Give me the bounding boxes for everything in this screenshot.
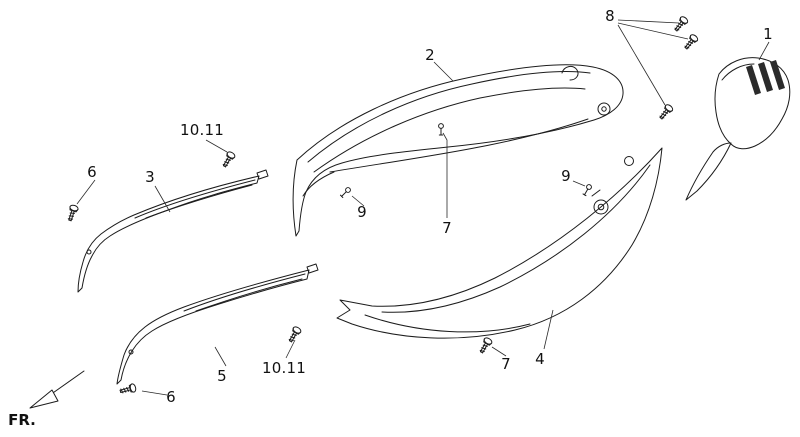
part-4-crease-top bbox=[381, 164, 651, 313]
fr-arrow bbox=[29, 370, 85, 409]
callout-10-11-top: 10.11 bbox=[180, 121, 224, 139]
part-2-lock-hole bbox=[597, 102, 611, 116]
callout-7-bottom: 7 bbox=[501, 355, 511, 373]
clip-9-left bbox=[339, 186, 352, 199]
fasteners bbox=[65, 14, 700, 396]
part-5-hole bbox=[128, 349, 134, 355]
part-4-crease-bottom bbox=[364, 314, 531, 333]
callout-9-left: 9 bbox=[357, 203, 367, 221]
part-1-vent-slot bbox=[758, 62, 773, 92]
part-5-outline bbox=[116, 269, 310, 385]
part-2-tail-line bbox=[302, 171, 335, 197]
part-2-hook bbox=[561, 65, 579, 81]
part-1-vent-slot bbox=[770, 60, 785, 90]
part-3-end-tab bbox=[256, 169, 269, 180]
callout-10-11-bottom: 10.11 bbox=[262, 359, 306, 377]
callout-9-right: 9 bbox=[561, 167, 571, 185]
leader-2 bbox=[433, 61, 454, 82]
leader-8-b bbox=[617, 22, 689, 40]
screw-6-top bbox=[65, 203, 80, 223]
clip-7-middle bbox=[438, 123, 444, 136]
part-3-crease bbox=[134, 179, 256, 219]
leader-9-right bbox=[572, 180, 586, 187]
screw-8-b bbox=[682, 32, 700, 52]
part-4-outline bbox=[336, 147, 663, 339]
callout-6-bottom: 6 bbox=[166, 388, 176, 406]
leader-6-bottom bbox=[141, 390, 168, 396]
screw-6-bottom bbox=[118, 382, 138, 396]
screw-8-c bbox=[657, 102, 675, 122]
leader-10-11-top bbox=[205, 139, 228, 153]
fr-arrow-shaft bbox=[49, 370, 85, 396]
part-1-inner-line bbox=[721, 63, 755, 81]
callout-7-middle: 7 bbox=[442, 219, 452, 237]
part-3-hole bbox=[86, 249, 92, 255]
part-1-vent-slot bbox=[746, 65, 761, 95]
part-2-lock-hole-inner bbox=[601, 106, 607, 112]
part-3-side-trim bbox=[77, 169, 269, 293]
part-2-crease-bottom bbox=[329, 118, 589, 173]
part-5-crease bbox=[195, 278, 303, 312]
fr-arrow-head bbox=[29, 389, 59, 409]
leader-8-c bbox=[617, 24, 666, 106]
callout-3: 3 bbox=[145, 168, 155, 186]
leader-7-middle bbox=[442, 132, 448, 218]
leader-lines bbox=[76, 19, 770, 396]
part-4-ring bbox=[624, 156, 634, 166]
part-5-side-trim bbox=[116, 263, 319, 385]
part-4-grommet-inner bbox=[597, 203, 605, 211]
part-2-outline bbox=[292, 64, 624, 237]
callout-4: 4 bbox=[535, 350, 545, 368]
screw-10-11-top bbox=[220, 150, 237, 169]
leader-4 bbox=[543, 309, 554, 350]
part-4-body-cover bbox=[336, 147, 663, 339]
leader-3 bbox=[154, 185, 171, 213]
part-5-end-tab bbox=[306, 263, 319, 274]
part-1-outline bbox=[714, 57, 791, 150]
leader-10-11-bottom bbox=[285, 339, 296, 359]
part-5-crease bbox=[183, 273, 306, 312]
leader-5 bbox=[214, 346, 227, 367]
callout-8: 8 bbox=[605, 7, 615, 25]
leader-9-left bbox=[351, 195, 365, 207]
fr-label: FR. bbox=[8, 411, 36, 429]
leader-1 bbox=[758, 41, 770, 61]
callout-2: 2 bbox=[425, 46, 435, 64]
part-4-tab bbox=[591, 189, 601, 197]
screw-7-bottom bbox=[477, 336, 494, 355]
screw-8-a bbox=[672, 14, 690, 34]
part-3-crease bbox=[145, 184, 253, 219]
part-2-body-cover bbox=[292, 64, 624, 237]
part-1-blade bbox=[685, 142, 732, 201]
callout-1: 1 bbox=[763, 25, 773, 43]
part-1-rear-cover bbox=[685, 57, 791, 201]
leader-8-a bbox=[617, 19, 680, 24]
part-2-crease-top bbox=[307, 71, 591, 163]
callout-6-top: 6 bbox=[87, 163, 97, 181]
leader-6-top bbox=[76, 179, 96, 205]
leader-7-bottom bbox=[491, 346, 507, 357]
callout-5: 5 bbox=[217, 367, 227, 385]
part-3-outline bbox=[77, 175, 260, 293]
part-4-grommet bbox=[593, 199, 609, 215]
part-2-crease-mid bbox=[313, 87, 586, 173]
